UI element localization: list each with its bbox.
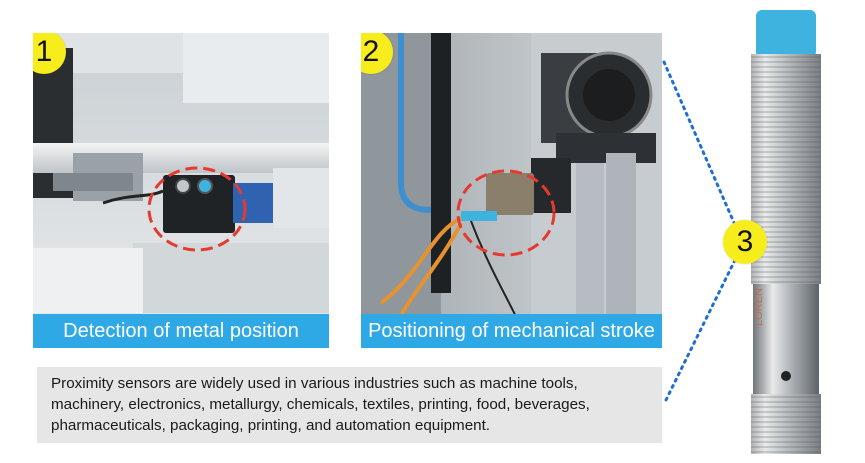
- panel-metal-position: 1 Detection of metal position: [33, 33, 329, 348]
- description-line-3: pharmaceuticals, packaging, printing, an…: [51, 417, 491, 434]
- description-line-2: machinery, electronics, metallurgy, chem…: [51, 396, 590, 413]
- description-line-1: Proximity sensors are widely used in var…: [51, 375, 578, 392]
- sensor-brand-engraving: LOREN: [753, 288, 765, 326]
- description-text: Proximity sensors are widely used in var…: [37, 367, 662, 443]
- panel-mechanical-stroke: 2 Positioning of mechanical stroke: [361, 33, 662, 348]
- photo-metal-position: [33, 33, 329, 348]
- photo-mechanical-stroke: [361, 33, 662, 348]
- caption-mechanical-stroke: Positioning of mechanical stroke: [361, 314, 662, 348]
- caption-metal-position: Detection of metal position: [33, 314, 329, 348]
- number-badge-3: 3: [723, 220, 767, 264]
